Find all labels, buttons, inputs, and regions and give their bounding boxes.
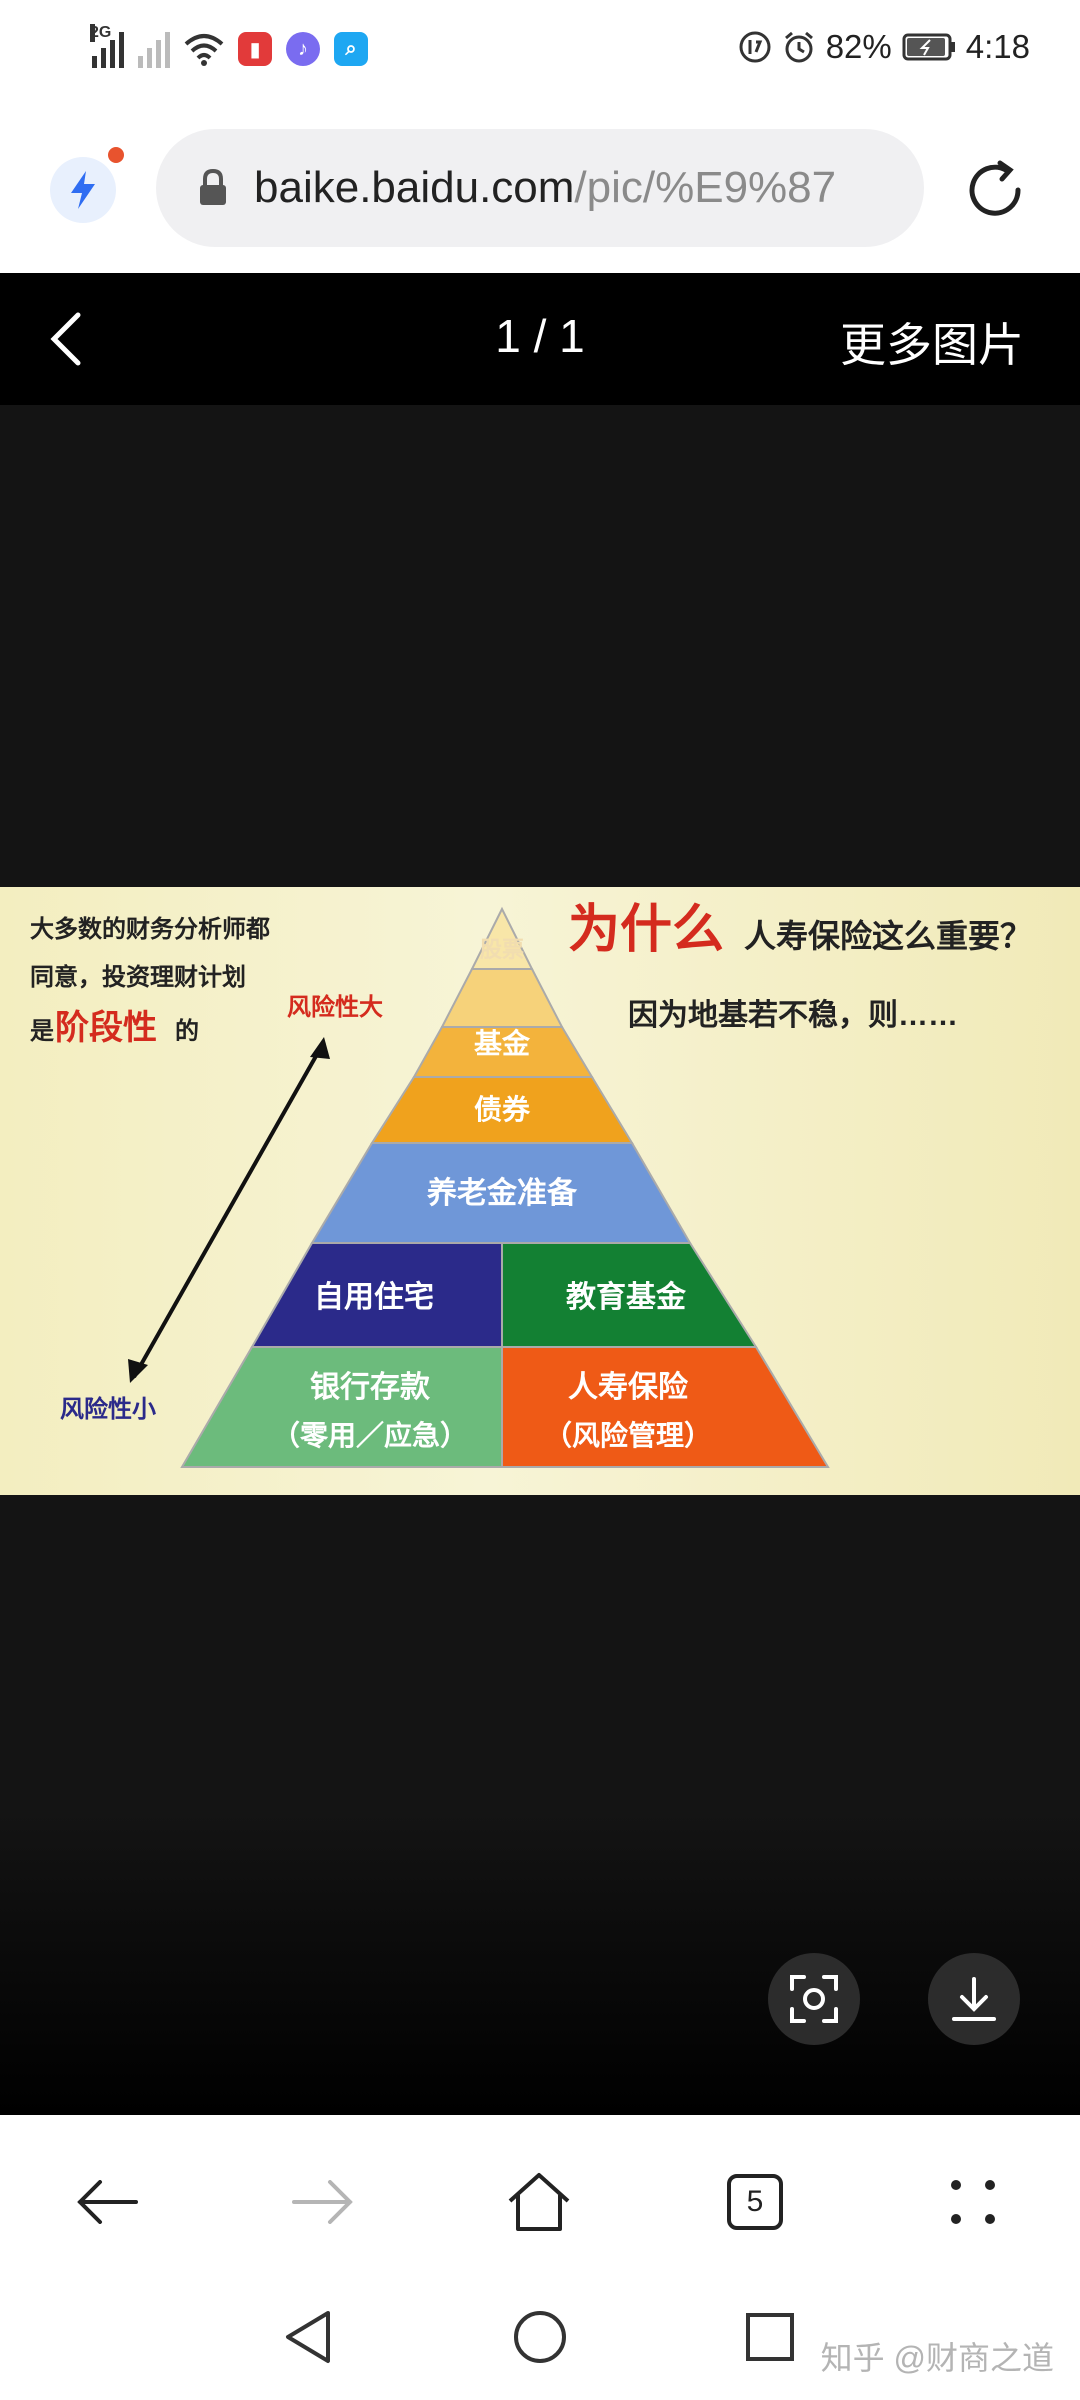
zhihu-watermark: 知乎 @财商之道 xyxy=(820,2340,1054,2376)
system-navigation-bar: 知乎 @财商之道 xyxy=(0,2285,1080,2400)
reload-icon[interactable] xyxy=(960,155,1030,225)
scan-image-button[interactable] xyxy=(768,1953,860,2045)
pyramid-base-right-label-2: （风险管理） xyxy=(544,1419,712,1451)
battery-percent: 82% xyxy=(825,28,892,65)
pyramid-base-right xyxy=(501,1346,830,1468)
url-domain: baike.baidu.com xyxy=(254,163,575,212)
download-button[interactable] xyxy=(928,1953,1020,2045)
alarm-icon xyxy=(784,31,813,63)
pyramid-top-label: 股票 xyxy=(480,937,524,962)
scan-icon xyxy=(790,1975,838,2023)
browser-toolbar: 5 xyxy=(0,2115,1080,2285)
tabs-count: 5 xyxy=(727,2174,783,2230)
left-text-line2: 同意，投资理财计划 xyxy=(30,963,246,991)
signal-icon xyxy=(138,30,170,68)
image-viewer-header: 1 / 1 更多图片 xyxy=(0,273,1080,405)
headline-red: 为什么 xyxy=(568,901,724,959)
risk-high-label: 风险性大 xyxy=(287,993,383,1021)
risk-arrow-down-head xyxy=(128,1359,148,1383)
pyramid-level-2 xyxy=(440,968,564,1028)
lightning-icon xyxy=(71,171,95,209)
home-icon xyxy=(508,2173,570,2231)
data-saver-icon xyxy=(739,31,771,63)
network-tag: 2G xyxy=(90,24,112,42)
battery-icon xyxy=(902,33,955,61)
book-app-icon: ▮ xyxy=(238,32,272,66)
left-text-line3-b: 的 xyxy=(175,1017,199,1045)
pyramid-level-5-left-label: 自用住宅 xyxy=(314,1280,434,1314)
pyramid-base-left-label-1: 银行存款 xyxy=(310,1371,431,1404)
risk-arrow-line xyxy=(132,1041,326,1378)
nav-back-button[interactable] xyxy=(62,2157,152,2247)
download-icon xyxy=(952,1977,996,2021)
url-field[interactable]: baike.baidu.com/pic/%E9%87 xyxy=(156,129,924,247)
pyramid-level-2-label: 基金 xyxy=(474,1027,531,1059)
system-back-icon[interactable] xyxy=(282,2307,334,2367)
image-counter: 1 / 1 xyxy=(495,310,585,362)
home-button[interactable] xyxy=(494,2157,584,2247)
more-pictures-link[interactable]: 更多图片 xyxy=(840,319,1024,371)
viewer-bottom-gradient xyxy=(0,1810,1080,2115)
left-text-line1: 大多数的财务分析师都 xyxy=(30,915,270,943)
menu-button[interactable] xyxy=(928,2157,1018,2247)
system-recents-icon[interactable] xyxy=(744,2307,796,2367)
status-right: 82% 4:18 xyxy=(738,28,1030,66)
music-app-icon: ♪ xyxy=(286,32,320,66)
risk-low-label: 风险性小 xyxy=(60,1395,156,1423)
tabs-button[interactable]: 5 xyxy=(710,2157,800,2247)
lock-icon xyxy=(200,169,226,205)
menu-dots-icon xyxy=(951,2180,995,2224)
pyramid-base-right-label-1: 人寿保险 xyxy=(568,1370,689,1404)
headline-rest: 人寿保险这么重要？ xyxy=(744,918,1032,954)
search-app-icon: ⌕ xyxy=(334,32,368,66)
nav-forward-button[interactable] xyxy=(278,2157,368,2247)
url-text: baike.baidu.com/pic/%E9%87 xyxy=(254,163,894,213)
status-left: 2G ▮ ♪ ⌕ xyxy=(90,24,368,68)
status-bar: 2G ▮ ♪ ⌕ 82% 4 xyxy=(0,0,1080,105)
pyramid-level-3-label: 债券 xyxy=(474,1094,531,1125)
wifi-icon xyxy=(184,34,224,66)
left-text-line3-a: 是 xyxy=(30,1018,54,1045)
arrow-right-icon xyxy=(292,2180,353,2224)
encyclopedia-image: 大多数的财务分析师都 同意，投资理财计划 是 阶段性 的 风险性大 风险性小 为… xyxy=(0,887,1080,1495)
clock: 4:18 xyxy=(965,28,1030,65)
risk-arrow-up-head xyxy=(310,1037,330,1059)
left-text-highlight: 阶段性 xyxy=(55,1008,157,1047)
notification-dot xyxy=(108,147,124,163)
system-home-icon[interactable] xyxy=(512,2307,568,2367)
arrow-left-icon xyxy=(77,2180,138,2224)
back-chevron-icon[interactable] xyxy=(42,309,88,369)
pyramid-level-4-label: 养老金准备 xyxy=(427,1176,578,1210)
quick-action-button[interactable] xyxy=(50,157,116,223)
pyramid-base-left-label-2: （零用／应急） xyxy=(272,1419,468,1451)
headline-subline: 因为地基若不稳，则…… xyxy=(628,999,958,1032)
pyramid-level-5-right-label: 教育基金 xyxy=(566,1280,687,1314)
signal-icon: 2G xyxy=(90,24,124,68)
address-bar-row: baike.baidu.com/pic/%E9%87 xyxy=(0,105,1080,273)
url-path: /pic/%E9%87 xyxy=(574,163,837,212)
